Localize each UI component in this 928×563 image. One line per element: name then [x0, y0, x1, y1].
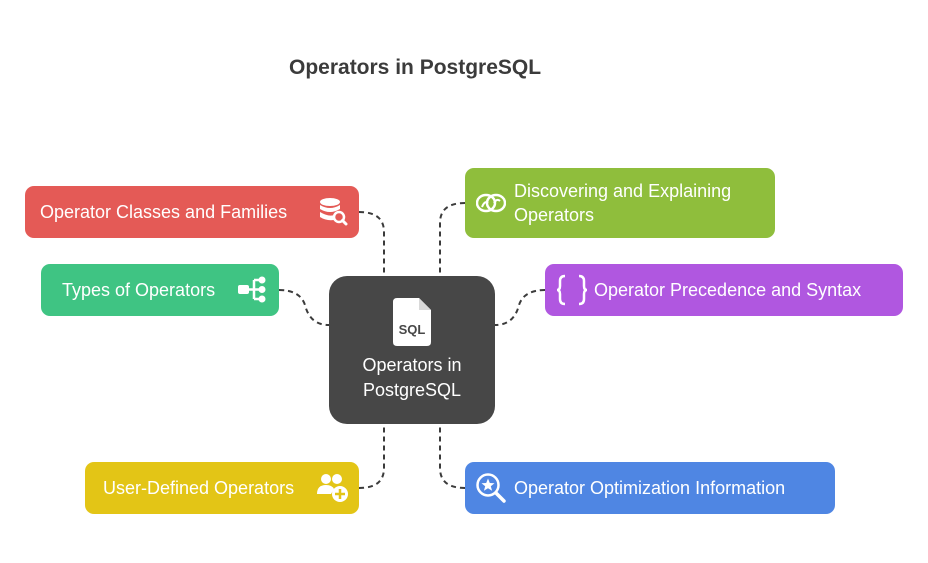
node-label: Types of Operators [62, 280, 216, 300]
connector-precedence [494, 289, 546, 326]
node-label: Discovering and Explaining Operators [514, 179, 731, 227]
center-node: SQL Operators in PostgreSQL [329, 276, 495, 424]
node-label-line2: Operators [514, 205, 595, 225]
connector-user-defined [358, 424, 385, 489]
add-users-icon [317, 472, 348, 502]
svg-text:SQL: SQL [399, 322, 426, 337]
node-label: User-Defined Operators [103, 478, 295, 498]
hierarchy-icon [237, 275, 267, 305]
node-discovering: Discovering and Explaining Operators [465, 168, 775, 238]
curly-braces-icon [556, 274, 588, 306]
search-star-icon [475, 472, 506, 503]
node-operator-classes: Operator Classes and Families [25, 186, 359, 238]
connector-types-of-operators [278, 289, 330, 326]
connector-optimization [439, 424, 466, 489]
database-search-icon [318, 196, 348, 226]
node-label: Operator Optimization Information [514, 478, 786, 498]
node-label-line1: Discovering and Explaining [514, 181, 732, 201]
sql-file-icon: SQL [391, 298, 433, 346]
node-label: Operator Precedence and Syntax [594, 280, 862, 300]
node-label: Operator Classes and Families [40, 202, 288, 222]
connector-discovering [439, 202, 466, 276]
diagram-title: Operators in PostgreSQL [289, 56, 542, 79]
center-label: Operators in PostgreSQL [329, 353, 495, 403]
center-label-line1: Operators in [362, 355, 462, 375]
node-types-of-operators: Types of Operators [41, 264, 279, 316]
center-label-line2: PostgreSQL [362, 380, 462, 400]
node-optimization: Operator Optimization Information [465, 462, 835, 514]
connector-operator-classes [358, 211, 385, 276]
node-user-defined: User-Defined Operators [85, 462, 359, 514]
brain-icon [476, 188, 506, 218]
node-precedence: Operator Precedence and Syntax [545, 264, 903, 316]
